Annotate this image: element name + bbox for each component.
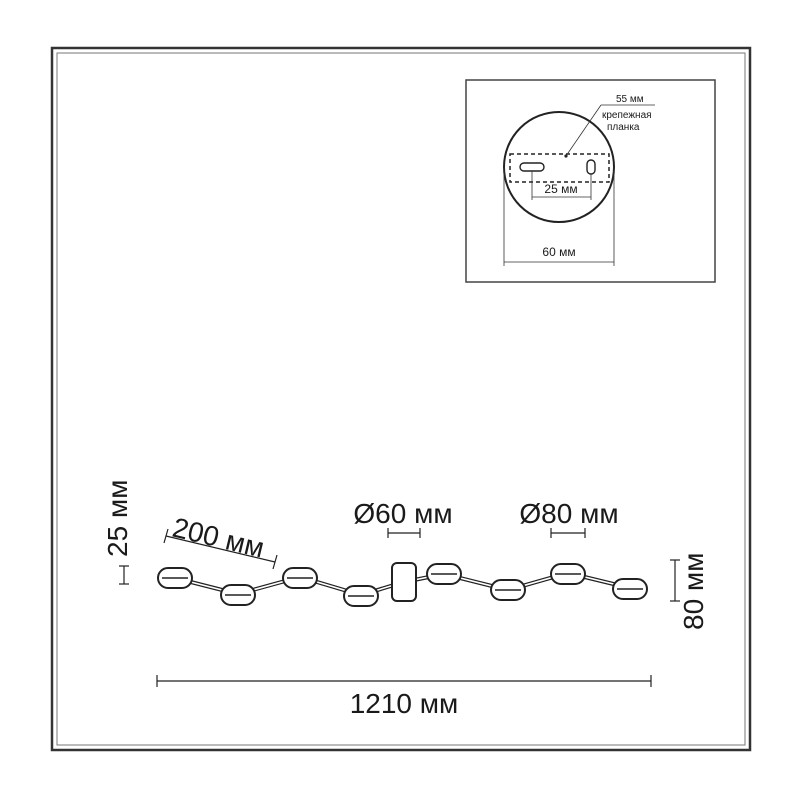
hole-spacing-label: 25 мм <box>544 182 577 196</box>
lamp-head-1 <box>157 567 193 589</box>
mounting-plate <box>509 153 610 183</box>
arm-dim-tick-left <box>163 528 169 544</box>
arm-dim-tick-right <box>272 554 278 570</box>
lamp-head-4 <box>343 585 379 607</box>
lamp-head-7 <box>550 563 586 585</box>
ceiling-canopy <box>391 562 417 602</box>
inner-frame <box>56 52 746 746</box>
lamp-side-view <box>157 562 648 607</box>
lamp-head-5 <box>426 563 462 585</box>
height-label: 25 мм <box>102 480 133 557</box>
lamp-head-6 <box>490 579 526 601</box>
lamp-head-8 <box>612 578 648 600</box>
lamp-head-3 <box>282 567 318 589</box>
total-height-label: 80 мм <box>678 553 709 630</box>
main-dimensions <box>119 528 680 687</box>
plate-label-line2: планка <box>607 122 640 133</box>
total-length-label: 1210 мм <box>350 688 459 719</box>
plate-label-line1: крепежная <box>602 110 652 121</box>
lamp-heads <box>157 563 648 607</box>
small-diameter-label: Ø60 мм <box>353 498 452 529</box>
inset-frame <box>465 79 716 283</box>
lamp-head-2 <box>220 584 256 606</box>
canopy-diameter-label: 60 мм <box>542 245 575 259</box>
outer-frame <box>50 46 752 752</box>
plate-length-label: 55 мм <box>616 94 644 105</box>
plate-length-leader <box>565 104 602 157</box>
large-diameter-label: Ø80 мм <box>519 498 618 529</box>
arm-dim-line <box>165 535 276 563</box>
mounting-plate-inset: 55 мм крепежная планка 25 мм 60 мм <box>465 79 716 283</box>
arm-length-label: 200 мм <box>170 512 268 564</box>
